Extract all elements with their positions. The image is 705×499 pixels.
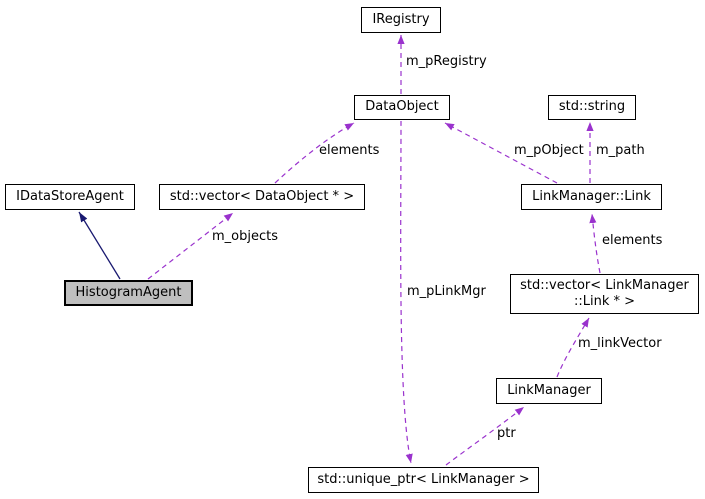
edge-label-elements-dataobject: elements: [319, 143, 380, 158]
node-idatastoreagent[interactable]: IDataStoreAgent: [5, 184, 135, 210]
edge-label-m-objects: m_objects: [212, 229, 278, 244]
node-dataobject[interactable]: DataObject: [354, 95, 450, 120]
node-unique-ptr-linkmanager[interactable]: std::unique_ptr< LinkManager >: [308, 467, 539, 493]
node-std-string[interactable]: std::string: [548, 95, 636, 120]
edge-m-objects: [147, 212, 234, 280]
node-vector-linkmanager-link-line1: std::vector< LinkManager: [520, 277, 689, 293]
edge-label-elements-link: elements: [602, 233, 663, 248]
edge-label-m-path: m_path: [596, 143, 645, 158]
edge-label-m-pobject: m_pObject: [514, 143, 584, 158]
node-linkmanager[interactable]: LinkManager: [496, 378, 602, 404]
edge-m-pobject: [444, 122, 558, 184]
edge-inheritance: [78, 211, 121, 280]
node-vector-linkmanager-link[interactable]: std::vector< LinkManager ::Link * >: [510, 274, 699, 314]
edge-label-m-plinkmgr: m_pLinkMgr: [407, 284, 486, 299]
edge-elements-dataobject: [274, 122, 355, 184]
edge-label-m-linkvector: m_linkVector: [578, 336, 662, 351]
edge-elements-link: [589, 213, 601, 274]
edge-ptr: [445, 406, 525, 466]
node-iregistry[interactable]: IRegistry: [361, 7, 441, 33]
node-histogramagent: HistogramAgent: [64, 280, 193, 306]
edge-label-ptr: ptr: [497, 426, 516, 441]
node-linkmanager-link[interactable]: LinkManager::Link: [521, 184, 662, 210]
node-vector-linkmanager-link-line2: ::Link * >: [573, 294, 636, 309]
edge-m-plinkmgr: [400, 120, 413, 464]
node-vector-dataobject[interactable]: std::vector< DataObject * >: [159, 184, 365, 210]
edge-label-m-pregistry: m_pRegistry: [406, 54, 487, 69]
